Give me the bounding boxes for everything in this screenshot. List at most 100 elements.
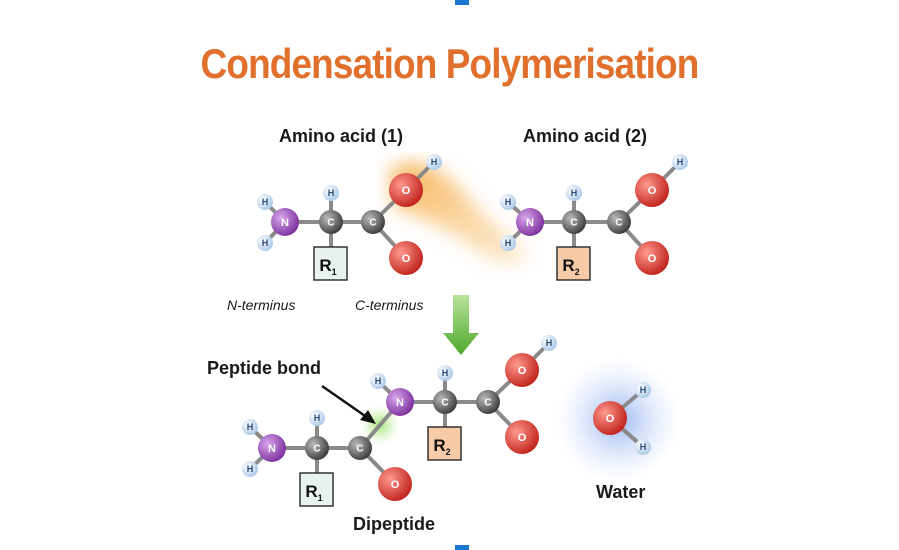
hydrogen-atom-water: H bbox=[635, 382, 651, 398]
hydrogen-sphere bbox=[242, 419, 258, 435]
hydrogen-atom-water: H bbox=[635, 439, 651, 455]
r1-label-dipeptide: R1 bbox=[305, 482, 322, 503]
carbon-sphere bbox=[361, 210, 385, 234]
nitrogen-sphere bbox=[271, 208, 299, 236]
hydrogen-atom-dipeptide: H bbox=[242, 461, 258, 477]
dipeptide-label: Dipeptide bbox=[353, 514, 436, 534]
hydrogen-symbol: H bbox=[262, 197, 269, 207]
hydrogen-atom-aa2: H bbox=[672, 154, 688, 170]
nitrogen-sphere bbox=[516, 208, 544, 236]
r1-label-amino-acid-1: R1 bbox=[319, 256, 336, 277]
oxygen-sphere bbox=[635, 241, 669, 275]
oxygen-symbol: O bbox=[606, 413, 615, 425]
oxygen-symbol: O bbox=[648, 253, 657, 265]
amino-acid-1-label: Amino acid (1) bbox=[279, 126, 404, 146]
hydrogen-atom-aa1: H bbox=[257, 235, 273, 251]
carbon-atom-aa1: C bbox=[319, 210, 343, 234]
oxygen-sphere bbox=[593, 401, 627, 435]
carbon-sphere bbox=[305, 436, 329, 460]
hydrogen-sphere bbox=[672, 154, 688, 170]
carbon-atom-dipeptide: C bbox=[476, 390, 500, 414]
hydrogen-sphere bbox=[500, 194, 516, 210]
oxygen-atom-dipeptide: O bbox=[505, 353, 539, 387]
carbon-atom-aa2: C bbox=[607, 210, 631, 234]
peptide-bond-label: Peptide bond bbox=[207, 358, 321, 378]
hydrogen-sphere bbox=[323, 185, 339, 201]
nitrogen-symbol: N bbox=[396, 397, 404, 409]
oxygen-atom-dipeptide: O bbox=[505, 420, 539, 454]
nitrogen-atom-dipeptide: N bbox=[386, 388, 414, 416]
nitrogen-symbol: N bbox=[526, 217, 534, 229]
nitrogen-symbol: N bbox=[268, 443, 276, 455]
carbon-atom-aa2: C bbox=[562, 210, 586, 234]
hydrogen-symbol: H bbox=[247, 464, 254, 474]
hydrogen-sphere bbox=[635, 439, 651, 455]
carbon-atom-aa1: C bbox=[361, 210, 385, 234]
carbon-sphere bbox=[348, 436, 372, 460]
hydrogen-atom-dipeptide: H bbox=[242, 419, 258, 435]
carbon-atom-dipeptide: C bbox=[433, 390, 457, 414]
carbon-symbol: C bbox=[484, 398, 491, 409]
hydrogen-atom-aa1: H bbox=[426, 154, 442, 170]
hydrogen-symbol: H bbox=[505, 238, 512, 248]
hydrogen-atom-aa2: H bbox=[566, 185, 582, 201]
nitrogen-atom-aa2: N bbox=[516, 208, 544, 236]
hydrogen-atom-aa2: H bbox=[500, 194, 516, 210]
hydrogen-sphere bbox=[257, 194, 273, 210]
hydrogen-atom-dipeptide: H bbox=[370, 373, 386, 389]
water-label: Water bbox=[596, 482, 646, 502]
hydrogen-symbol: H bbox=[677, 157, 684, 167]
hydrogen-symbol: H bbox=[640, 442, 647, 452]
carbon-sphere bbox=[562, 210, 586, 234]
oxygen-atom-aa2: O bbox=[635, 241, 669, 275]
hydrogen-symbol: H bbox=[375, 376, 382, 386]
r2-label-amino-acid-2: R2 bbox=[562, 256, 579, 277]
peptide-bond-pointer-line bbox=[321, 384, 369, 420]
hydrogen-atom-dipeptide: H bbox=[437, 365, 453, 381]
carbon-symbol: C bbox=[356, 444, 363, 455]
r2-box-amino-acid-2 bbox=[556, 246, 591, 281]
hydrogen-symbol: H bbox=[262, 238, 269, 248]
hydrogen-symbol: H bbox=[442, 368, 449, 378]
hydrogen-sphere bbox=[541, 335, 557, 351]
hydrogen-sphere bbox=[566, 185, 582, 201]
carbon-atom-dipeptide: C bbox=[348, 436, 372, 460]
oxygen-sphere bbox=[505, 353, 539, 387]
oxygen-symbol: O bbox=[518, 365, 527, 377]
r1-box-dipeptide bbox=[299, 472, 334, 507]
oxygen-symbol: O bbox=[518, 432, 527, 444]
hydrogen-symbol: H bbox=[505, 197, 512, 207]
carbon-sphere bbox=[433, 390, 457, 414]
carbon-symbol: C bbox=[369, 218, 376, 229]
oxygen-sphere bbox=[635, 173, 669, 207]
hydrogen-sphere bbox=[370, 373, 386, 389]
nitrogen-sphere bbox=[386, 388, 414, 416]
bottom-resize-handle[interactable] bbox=[455, 545, 469, 550]
oxygen-symbol: O bbox=[648, 185, 657, 197]
oxygen-sphere bbox=[389, 173, 423, 207]
hydrogen-symbol: H bbox=[328, 188, 335, 198]
carbon-symbol: C bbox=[615, 218, 622, 229]
amino-acid-2-label: Amino acid (2) bbox=[523, 126, 648, 146]
carbon-symbol: C bbox=[441, 398, 448, 409]
nitrogen-symbol: N bbox=[281, 217, 289, 229]
hydrogen-symbol: H bbox=[571, 188, 578, 198]
oxygen-atom-water: O bbox=[593, 401, 627, 435]
oxygen-symbol: O bbox=[402, 185, 411, 197]
top-resize-handle[interactable] bbox=[455, 0, 469, 5]
hydrogen-atom-dipeptide: H bbox=[309, 410, 325, 426]
r1-box-amino-acid-1 bbox=[313, 246, 348, 281]
hydrogen-sphere bbox=[426, 154, 442, 170]
hydrogen-symbol: H bbox=[431, 157, 438, 167]
oxygen-sphere bbox=[389, 241, 423, 275]
hydrogen-atom-dipeptide: H bbox=[541, 335, 557, 351]
oxygen-symbol: O bbox=[391, 479, 400, 491]
oxygen-symbol: O bbox=[402, 253, 411, 265]
hydrogen-sphere bbox=[309, 410, 325, 426]
nitrogen-sphere bbox=[258, 434, 286, 462]
hydrogen-sphere bbox=[635, 382, 651, 398]
hydrogen-sphere bbox=[437, 365, 453, 381]
carbon-sphere bbox=[607, 210, 631, 234]
hydrogen-sphere bbox=[242, 461, 258, 477]
nitrogen-atom-aa1: N bbox=[271, 208, 299, 236]
